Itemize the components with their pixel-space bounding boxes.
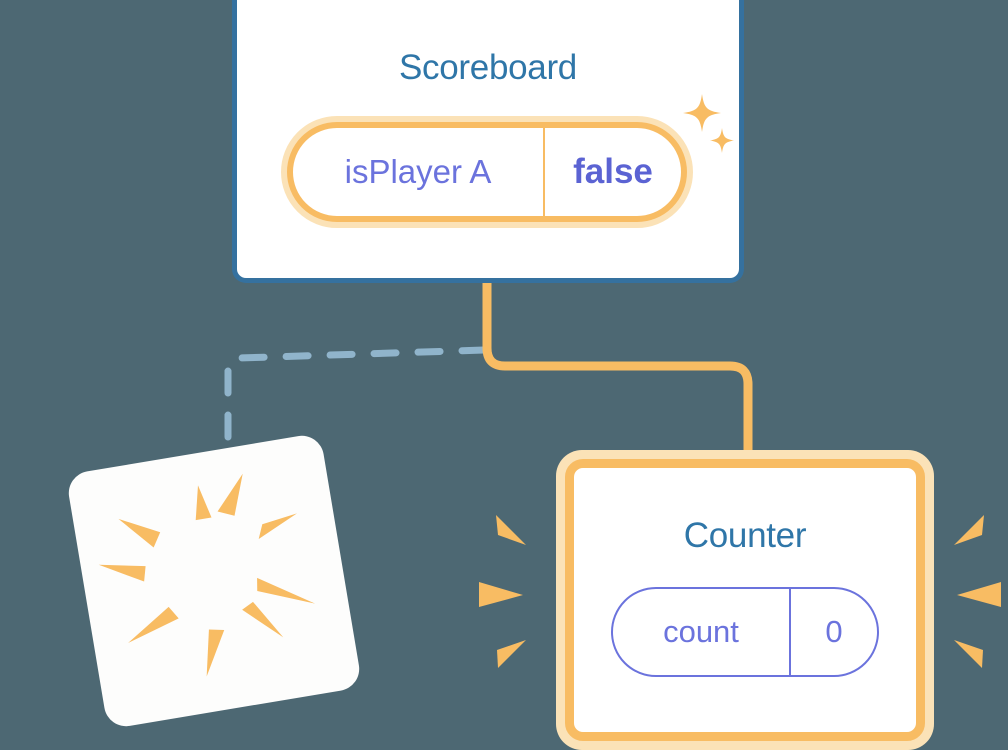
- state-pill-counter[interactable]: count 0: [611, 587, 879, 677]
- pill-highlight-glow: [281, 116, 693, 228]
- burst-ray-icon: [496, 515, 526, 545]
- burst-ray-icon: [954, 515, 984, 545]
- connector-solid-to-counter: [482, 283, 753, 462]
- card-counter-surface: Counter count 0: [565, 459, 925, 741]
- burst-rays-counter-left: [479, 515, 526, 668]
- card-counter[interactable]: Counter count 0: [556, 450, 934, 750]
- card-scoreboard[interactable]: Scoreboard isPlayer A false: [232, 0, 744, 283]
- pill-value-label: false: [573, 152, 653, 191]
- burst-rays-counter-right: [954, 515, 1001, 668]
- page-title-counter: Counter: [683, 516, 807, 555]
- burst-ray-icon: [479, 582, 523, 607]
- pill-key-label: isPlayer A: [293, 128, 545, 216]
- burst-ray-icon: [957, 582, 1001, 607]
- pill-value-label: 0: [825, 614, 843, 649]
- card-blank-rotated[interactable]: [65, 432, 363, 730]
- burst-ray-icon: [954, 640, 983, 668]
- pill-body[interactable]: isPlayer A false: [287, 122, 687, 222]
- burst-ray-icon: [497, 640, 526, 668]
- pill-key-label: count: [613, 589, 791, 675]
- state-pill-scoreboard[interactable]: isPlayer A false: [281, 116, 693, 228]
- page-title-scoreboard: Scoreboard: [399, 48, 577, 87]
